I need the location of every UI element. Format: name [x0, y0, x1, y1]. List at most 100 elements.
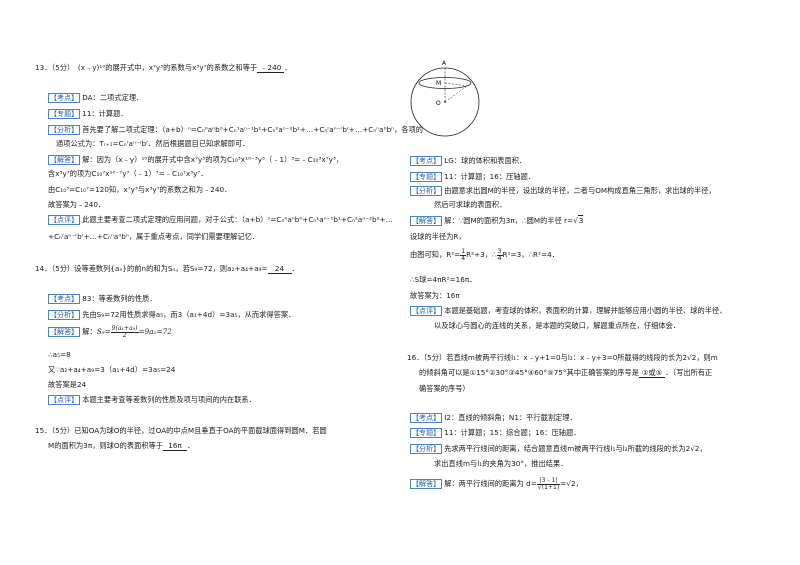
- q16-stem-line1: 16．（5分）若直线m被两平行线l₁：x﹣y+1=0与l₂：x﹣y+3=0所截得…: [407, 353, 718, 362]
- q16-question-text: 的倾斜角可以是①15°②30°③45°④60°⑤75°其中正确答案的序号是: [419, 368, 639, 377]
- q15-frac-1-den: 4: [461, 254, 466, 262]
- q16-fenxi-line2: 求出直线m与l₁的夹角为30°，推出结果．: [434, 459, 568, 468]
- q15-jieda-line3a: 由图可知，R²=: [410, 250, 461, 259]
- fenxi-tag: 【分析】: [410, 444, 443, 454]
- q14-dianping: 【点评】本题主要考查等差数列的性质及项与项间的内在联系．: [48, 395, 256, 405]
- q13-jieda: 【解答】解：因为（x﹣y）¹⁰的展开式中含x⁷y³的项为C₁₀³x¹⁰⁻³y³（…: [48, 155, 343, 165]
- q14-jieda-line3: 又∵a₂+a₄+a₉=3（a₁+4d）=3a₅=24: [48, 365, 176, 374]
- q14-kaodian-text: 83：等差数列的性质．: [82, 294, 157, 303]
- dianping-tag: 【点评】: [48, 215, 81, 225]
- q13-zhuanti: 【专题】11：计算题．: [48, 109, 128, 119]
- q16-question-tail: ．（写出所有正: [665, 368, 713, 377]
- sphere-figure: A M O: [410, 60, 480, 137]
- q16-stem-line3: 确答案的序号）: [419, 384, 470, 393]
- q15-period: ．: [187, 441, 195, 450]
- jieda-tag: 【解答】: [48, 327, 81, 337]
- kaodian-tag: 【考点】: [48, 294, 81, 304]
- q16-frac-den: √(1+1): [537, 483, 560, 491]
- q14-jieda: 【解答】解：S₉=9(a₁+a₉)2=9a₅=72: [48, 325, 172, 339]
- q13-jieda-line3: 由C₁₀³=C₁₀⁷=120知，x⁷y³与x³y⁷的系数之和为﹣240．: [48, 185, 232, 194]
- q14-answer: 24: [267, 264, 292, 274]
- q14-kaodian: 【考点】83：等差数列的性质．: [48, 294, 157, 304]
- q16-kaodian-text: I2：直线的倾斜角；N1：平行截割定理．: [444, 413, 577, 422]
- q14-jieda-line2: ∴a₅=8: [48, 350, 71, 359]
- fenxi-tag: 【分析】: [48, 125, 81, 135]
- q15-fenxi: 【分析】由题意求出圆M的半径，设出球的半径，二者与OM构成直角三角形，求出球的半…: [410, 186, 716, 196]
- sqrt-icon: √: [573, 216, 578, 225]
- q15-jieda-line4: ∴S球=4πR²=16π．: [410, 275, 477, 284]
- q13-fenxi-line1: 首先要了解二项式定理：（a+b）ⁿ=Cₙ⁰aⁿb⁰+Cₙ¹aⁿ⁻¹b¹+Cₙ²a…: [82, 125, 424, 134]
- fenxi-tag: 【分析】: [48, 310, 81, 320]
- q15-jieda-line3b: R²+3，∴: [466, 250, 497, 259]
- q13-dianping-line1: 此题主要考查二项式定理的应用问题，对于公式：（a+b）ⁿ=Cₙ⁰aⁿb⁰+Cₙ¹…: [82, 215, 393, 224]
- q15-jieda-line5: 故答案为：16π: [410, 291, 460, 300]
- q15-sqrt-value: 3: [577, 215, 584, 225]
- q13-stem: 13．（5分） (x﹣y)¹⁰的展开式中，x⁷y³的系数与x³y⁷的系数之和等于…: [35, 63, 292, 73]
- label-o: O: [436, 100, 441, 107]
- q13-zhuanti-text: 11：计算题．: [82, 109, 128, 118]
- q13-jieda-line1: 解：因为（x﹣y）¹⁰的展开式中含x⁷y³的项为C₁₀³x¹⁰⁻³y³（﹣1）³…: [82, 155, 344, 164]
- q16-jieda-result: =√2，: [560, 479, 583, 488]
- zhuanti-tag: 【专题】: [410, 428, 443, 438]
- radius-big: [444, 85, 468, 103]
- q15-frac-2-den: 4: [497, 254, 502, 262]
- q13-kaodian: 【考点】DA：二项式定理．: [48, 93, 143, 103]
- q15-dianping-line2: 以及球心与圆心的连线的关系，是本题的突破口，解题重点所在，仔细体会．: [434, 321, 681, 330]
- q15-jieda: 【解答】解：∵圆M的面积为3π，∴圆M的半径 r=√3: [410, 215, 584, 226]
- q15-answer: 16π: [163, 441, 188, 451]
- q15-zhuanti: 【专题】11：计算题；16：压轴题．: [410, 172, 535, 182]
- q13-jieda-line4: 故答案为﹣240．: [48, 200, 106, 209]
- jieda-tag: 【解答】: [410, 216, 443, 226]
- q15-dianping-line1: 本题是基础题，考查球的体积，表面积的计算，理解并能够应用小圆的半径、球的半径、: [444, 306, 727, 315]
- q14-stem: 14．（5分）设等差数列{aₙ}的前n的和为Sₙ，若S₉=72，则a₂+a₄+a…: [35, 264, 299, 274]
- kaodian-tag: 【考点】: [48, 93, 81, 103]
- jieda-tag: 【解答】: [410, 479, 443, 489]
- dianping-tag: 【点评】: [48, 395, 81, 405]
- q15-kaodian-text: LG：球的体积和表面积．: [444, 156, 527, 165]
- q14-dianping-text: 本题主要考查等差数列的性质及项与项间的内在联系．: [82, 395, 256, 404]
- q14-jieda-line4: 故答案是24: [48, 380, 87, 389]
- jieda-tag: 【解答】: [48, 155, 81, 165]
- q14-fraction-den: 2: [122, 331, 127, 339]
- q14-period: ．: [291, 264, 299, 273]
- q16-jieda-text: 解：两平行线间的距离为 d=: [444, 479, 537, 488]
- q15-stem-line1: 15．（5分）已知OA为球O的半径，过OA的中点M且垂直于OA的平面截球面得到圆…: [35, 426, 327, 435]
- q13-answer: ﹣240: [257, 63, 285, 73]
- q14-fenxi-text: 先由S₉=72用性质求得a₅，而3（a₁+4d）=3a₅，从而求得答案．: [82, 310, 296, 319]
- q15-dianping: 【点评】本题是基础题，考查球的体积，表面积的计算，理解并能够应用小圆的半径、球的…: [410, 306, 726, 316]
- zhuanti-tag: 【专题】: [410, 172, 443, 182]
- label-m: M: [436, 80, 441, 87]
- q14-fraction: 9(a₁+a₉)2: [110, 324, 139, 339]
- radius-small: [444, 82, 468, 87]
- q15-fenxi-line2: 然后可求球的表面积．: [434, 200, 507, 209]
- fenxi-tag: 【分析】: [410, 186, 443, 196]
- q15-jieda-line1: 解：∵圆M的面积为3π，∴圆M的半径 r=: [444, 216, 574, 225]
- q13-dianping: 【点评】此题主要考查二项式定理的应用问题，对于公式：（a+b）ⁿ=Cₙ⁰aⁿb⁰…: [48, 215, 393, 225]
- q16-fenxi-line1: 先求两平行线间的距离，结合题意直线m被两平行线l₁与l₂所截的线段的长为2√2，: [444, 444, 707, 453]
- q15-frac-1-num: 1: [460, 247, 467, 256]
- q13-dianping-line2: +Cₙʳaⁿ⁻ʳbʳ+…+Cₙⁿa⁰bⁿ，属于重点考点，同学们需要理解记忆．: [48, 232, 260, 241]
- center-point-icon: [444, 101, 446, 103]
- zhuanti-tag: 【专题】: [48, 109, 81, 119]
- kaodian-tag: 【考点】: [410, 413, 443, 423]
- small-circle: [418, 77, 472, 89]
- q13-fenxi: 【分析】首先要了解二项式定理：（a+b）ⁿ=Cₙ⁰aⁿb⁰+Cₙ¹aⁿ⁻¹b¹+…: [48, 125, 423, 135]
- q16-frac-num: |3﹣1|: [536, 477, 561, 485]
- q15-fenxi-line1: 由题意求出圆M的半径，设出球的半径，二者与OM构成直角三角形，求出球的半径，: [444, 186, 716, 195]
- q14-fraction-num: 9(a₁+a₉): [110, 324, 139, 333]
- q15-question-text: M的面积为3π，则球O的表面积等于: [48, 441, 164, 450]
- q16-kaodian: 【考点】I2：直线的倾斜角；N1：平行截割定理．: [410, 413, 577, 423]
- kaodian-tag: 【考点】: [410, 156, 443, 166]
- q16-zhuanti: 【专题】11：计算题；15：综合题；16：压轴题．: [410, 428, 581, 438]
- q15-jieda-line3c: R²=3，∴R²=4．: [502, 250, 559, 259]
- q15-jieda-line2: 设球的半径为R，: [410, 232, 466, 241]
- label-a: A: [442, 60, 447, 67]
- q15-zhuanti-text: 11：计算题；16：压轴题．: [444, 172, 536, 181]
- q13-jieda-line2: 含x³y⁷的项为C₁₀⁷x¹⁰⁻⁷y⁷（﹣1）⁷=﹣C₁₀⁷x³y⁷．: [48, 169, 208, 178]
- q16-distance-fraction: |3﹣1|√(1+1): [536, 477, 561, 491]
